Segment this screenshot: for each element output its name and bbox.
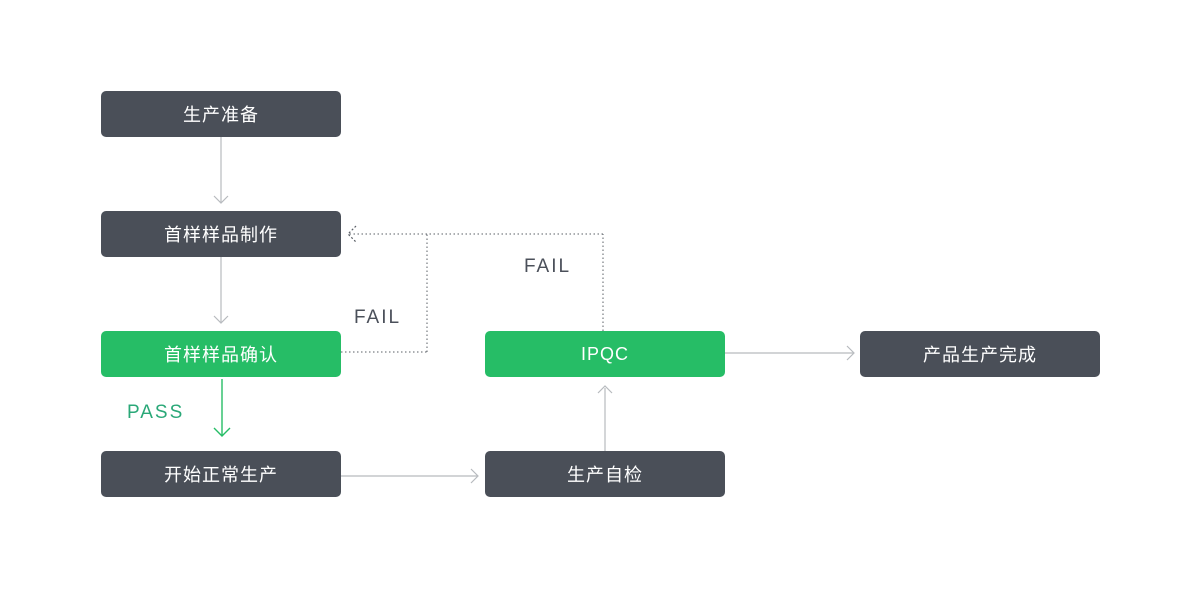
node-first-sample-production: 首样样品制作 [101, 211, 341, 257]
arrow-prep-to-sample-make [213, 137, 229, 204]
node-production-self-inspection: 生产自检 [485, 451, 725, 497]
edge-label-fail-ipqc: FAIL [524, 256, 572, 277]
arrow-start-to-self-check [341, 468, 479, 484]
edge-label-pass: PASS [127, 402, 185, 423]
arrow-ipqc-to-complete [725, 345, 855, 361]
dotted-fail-sample-confirm-to-sample-make [341, 234, 428, 353]
arrow-pass-sample-confirm-to-start [213, 379, 231, 437]
node-label: 生产自检 [567, 465, 643, 485]
node-label: IPQC [580, 343, 629, 364]
node-label: 产品生产完成 [923, 345, 1037, 365]
node-start-normal-production: 开始正常生产 [101, 451, 341, 497]
node-product-production-complete: 产品生产完成 [860, 331, 1100, 377]
dotted-fail-ipqc-to-sample-make [347, 225, 604, 331]
node-label: 生产准备 [183, 105, 259, 125]
node-first-sample-confirmation: 首样样品确认 [101, 331, 341, 377]
edge-label-fail-sample-confirm: FAIL [354, 307, 402, 328]
node-production-preparation: 生产准备 [101, 91, 341, 137]
arrow-self-check-to-ipqc [597, 385, 613, 451]
node-label: 首样样品制作 [164, 225, 278, 245]
node-ipqc: IPQC [485, 331, 725, 377]
node-label: 开始正常生产 [164, 465, 278, 485]
arrow-sample-make-to-sample-confirm [213, 257, 229, 324]
node-label: 首样样品确认 [164, 345, 278, 365]
